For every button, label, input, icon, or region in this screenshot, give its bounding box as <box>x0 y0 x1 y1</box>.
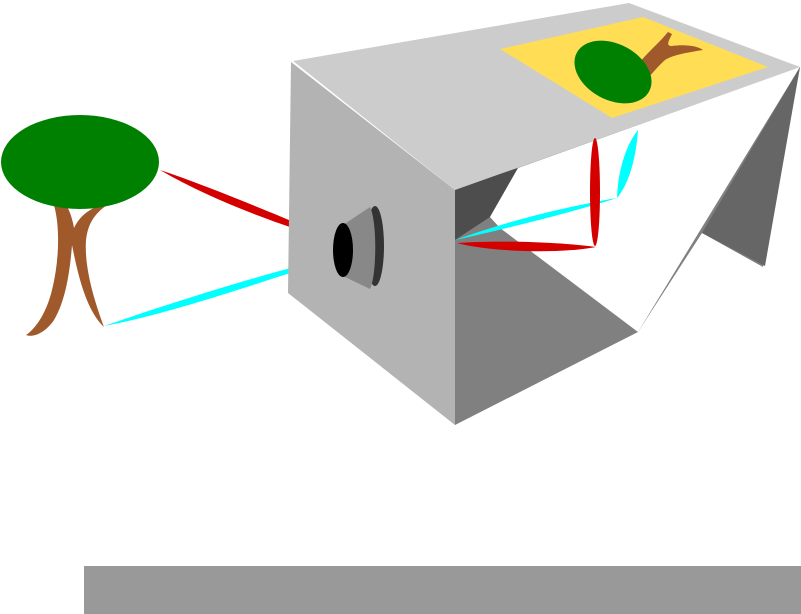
ray-top-image <box>590 138 600 246</box>
ray-bottom-inside <box>455 198 617 240</box>
projected-tree-foliage <box>574 40 652 104</box>
box-inner-dark <box>455 168 518 240</box>
tree-object <box>1 115 159 336</box>
box-side-wall <box>702 67 800 266</box>
box-screen-wall <box>490 67 800 332</box>
ray-bottom-image <box>617 130 638 198</box>
ray-top-inside <box>457 241 596 252</box>
tree-trunk <box>26 188 110 336</box>
ground-bar <box>84 566 801 614</box>
pinhole-lens <box>333 206 384 289</box>
tree-foliage <box>1 115 159 209</box>
aperture-hole <box>333 223 353 277</box>
projected-tree-trunk <box>640 32 703 80</box>
lens-barrel <box>343 207 376 289</box>
